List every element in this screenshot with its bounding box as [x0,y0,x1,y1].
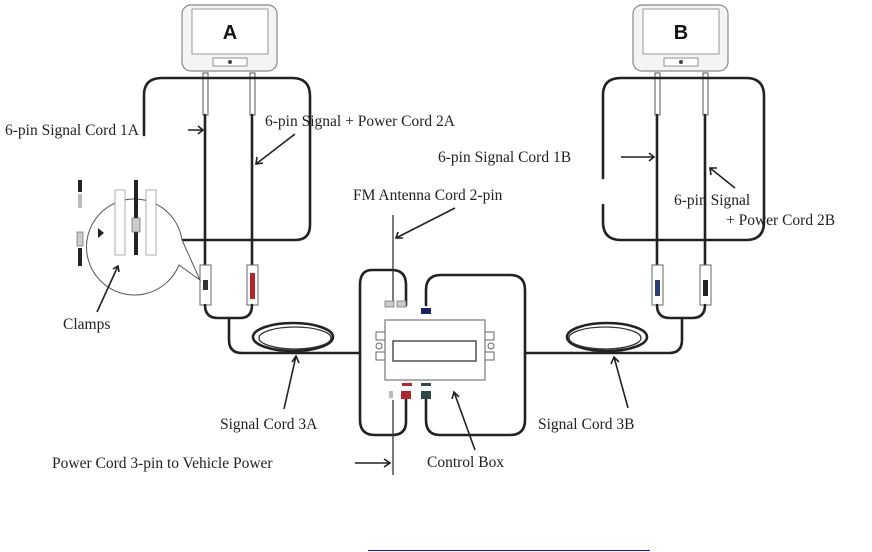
label-signal-cord-1b: 6-pin Signal Cord 1B [438,149,571,166]
arrow-1b [621,153,654,161]
arrow-3b [611,357,628,408]
label-signal-power-2a: 6-pin Signal + Power Cord 2A [265,113,456,130]
clamp-connectors-a [200,265,258,305]
arrow-2b [710,168,735,188]
arrow-3a [284,356,299,409]
junction-b [657,305,705,318]
label-control-box: Control Box [427,454,504,471]
arrow-2a [256,134,295,164]
label-signal-cord-1a: 6-pin Signal Cord 1A [5,122,140,139]
arrow-fm [396,208,455,238]
arrow-1a [188,126,203,134]
label-signal-power-2b-line1: 6-pin Signal [674,192,750,209]
arrow-control-box [452,392,475,450]
junction-a [205,305,252,318]
label-signal-power-2b-line2: + Power Cord 2B [726,212,835,229]
clamp-detail-bubble [77,180,200,295]
monitor-a-label: A [223,22,237,44]
label-clamps: Clamps [63,316,110,333]
label-signal-cord-3b: Signal Cord 3B [538,416,634,433]
label-signal-cord-3a: Signal Cord 3A [220,416,318,433]
clamp-connectors-b [652,265,711,305]
label-power-cord: Power Cord 3-pin to Vehicle Power [52,455,273,472]
arrow-power [355,459,390,467]
monitor-b: B [633,5,728,115]
monitor-b-label: B [674,22,688,44]
control-box [376,301,494,399]
monitor-a: A [182,5,277,115]
label-fm-antenna: FM Antenna Cord 2-pin [353,187,503,204]
